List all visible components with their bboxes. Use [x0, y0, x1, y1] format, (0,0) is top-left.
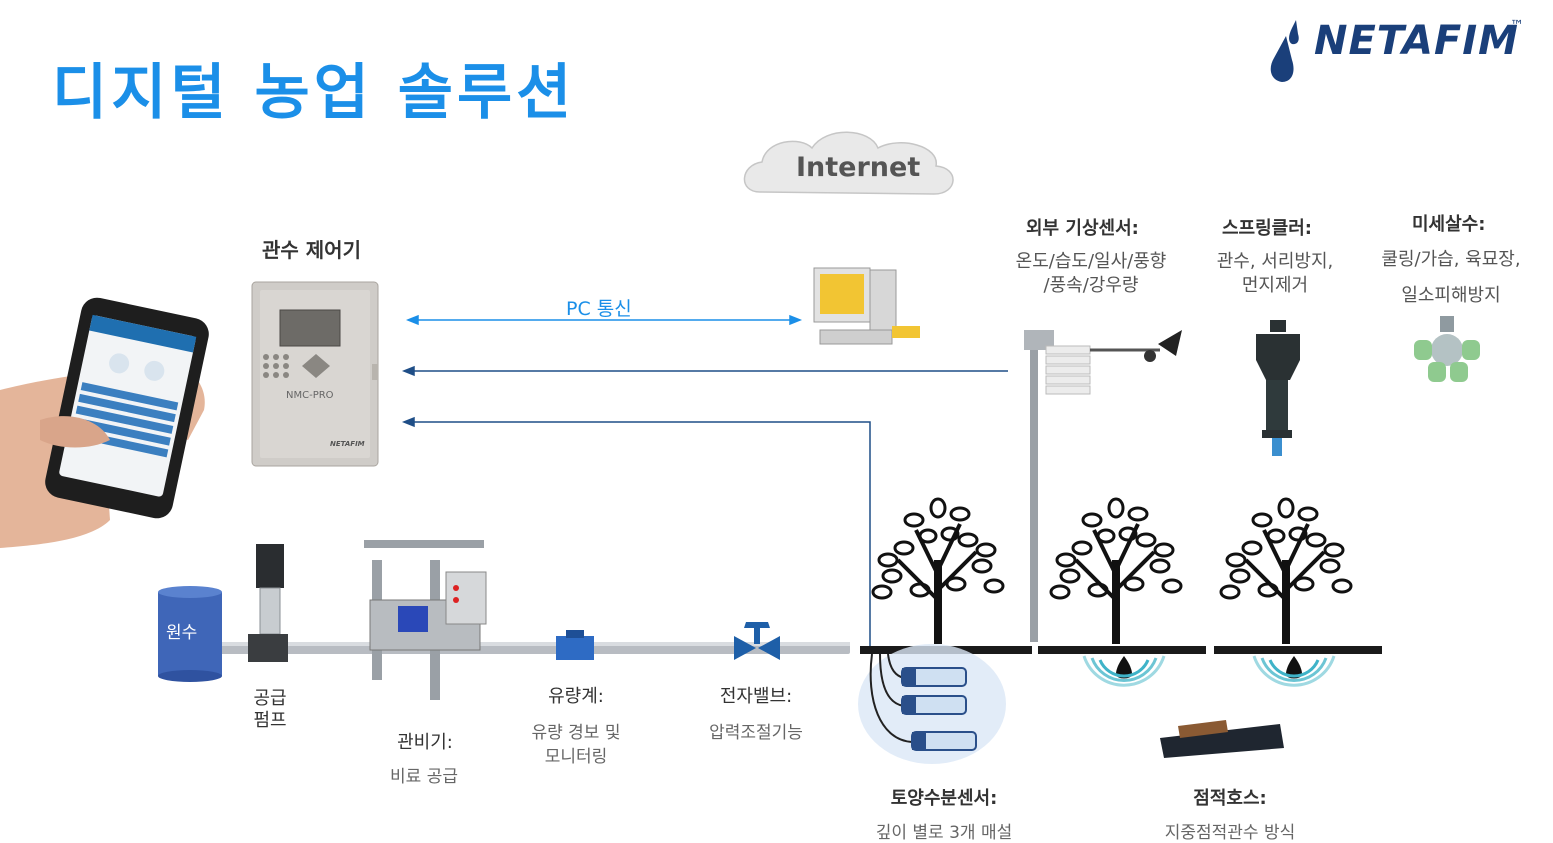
- weather-desc-1: 온도/습도/일사/풍향: [1015, 251, 1167, 272]
- internet-label: Internet: [796, 152, 921, 183]
- brand-name: NETAFIM: [1314, 18, 1519, 64]
- fertigation-unit-icon: [364, 540, 487, 700]
- controller-title: 관수 제어기: [262, 238, 361, 262]
- mist-title: 미세살수:: [1412, 214, 1486, 235]
- controller-brand: NETAFIM: [330, 440, 365, 448]
- drip-emitter-icon: [1082, 655, 1166, 687]
- brand-tm: ™: [1510, 18, 1524, 34]
- fertigation-desc: 비료 공급: [390, 767, 458, 787]
- weather-link-arrow: [401, 365, 1008, 377]
- mist-desc-2: 일소피해방지: [1401, 285, 1501, 306]
- pump-label-2: 펌프: [253, 710, 287, 731]
- pump-label-1: 공급: [253, 688, 287, 709]
- pc-link-label: PC 통신: [566, 298, 632, 320]
- water-source-label: 원수: [166, 623, 198, 643]
- flowmeter-desc-2: 모니터링: [544, 747, 608, 767]
- drip-desc: 지중점적관수 방식: [1164, 823, 1296, 843]
- controller-box-icon: [251, 281, 379, 467]
- soil-link-arrow: [401, 416, 871, 650]
- tree-icon: [871, 497, 1005, 644]
- mist-desc-1: 쿨링/가습, 육묘장,: [1381, 249, 1521, 270]
- soil-title: 토양수분센서:: [890, 788, 998, 809]
- supply-pump-icon: [248, 544, 288, 662]
- weather-station-icon: [1024, 330, 1182, 642]
- sprinkler-desc-2: 먼지제거: [1241, 275, 1309, 296]
- soil-moisture-sensor-icon: [858, 644, 1006, 764]
- soil-desc: 깊이 별로 3개 매설: [875, 823, 1013, 843]
- sprinkler-desc-1: 관수, 서리방지,: [1216, 251, 1334, 272]
- netafim-logo: NETAFIM ™: [1268, 14, 1538, 86]
- valve-desc: 압력조절기능: [709, 723, 803, 743]
- fertigation-title: 관비기:: [397, 732, 453, 753]
- drop-icon: [1270, 20, 1299, 82]
- flow-meter-icon: [556, 630, 594, 660]
- controller-model: NMC-PRO: [286, 390, 334, 401]
- sprinkler-icon: [1256, 320, 1300, 456]
- weather-desc-2: /풍속/강우량: [1043, 275, 1139, 296]
- smartphone-icon: [0, 297, 209, 548]
- flowmeter-desc-1: 유량 경보 및: [531, 723, 621, 743]
- pc-computer-icon: [813, 267, 920, 345]
- tree-icon: [1219, 497, 1353, 644]
- page-title: 디지털 농업 솔루션: [52, 58, 576, 128]
- weather-title: 외부 기상센서:: [1026, 218, 1139, 239]
- water-tank-icon: [158, 586, 222, 682]
- drip-hose-icon: [1160, 720, 1284, 758]
- sprinkler-title: 스프링클러:: [1222, 218, 1312, 239]
- flowmeter-title: 유량계:: [548, 686, 604, 707]
- tree-icon: [1049, 497, 1183, 644]
- mist-nozzle-icon: [1414, 316, 1480, 382]
- valve-title: 전자밸브:: [719, 686, 793, 707]
- internet-cloud-icon: [743, 131, 954, 195]
- drip-title: 점적호스:: [1193, 788, 1267, 809]
- solenoid-valve-icon: [734, 622, 780, 660]
- drip-emitter-icon: [1252, 655, 1336, 687]
- pc-link-arrow: [405, 314, 803, 326]
